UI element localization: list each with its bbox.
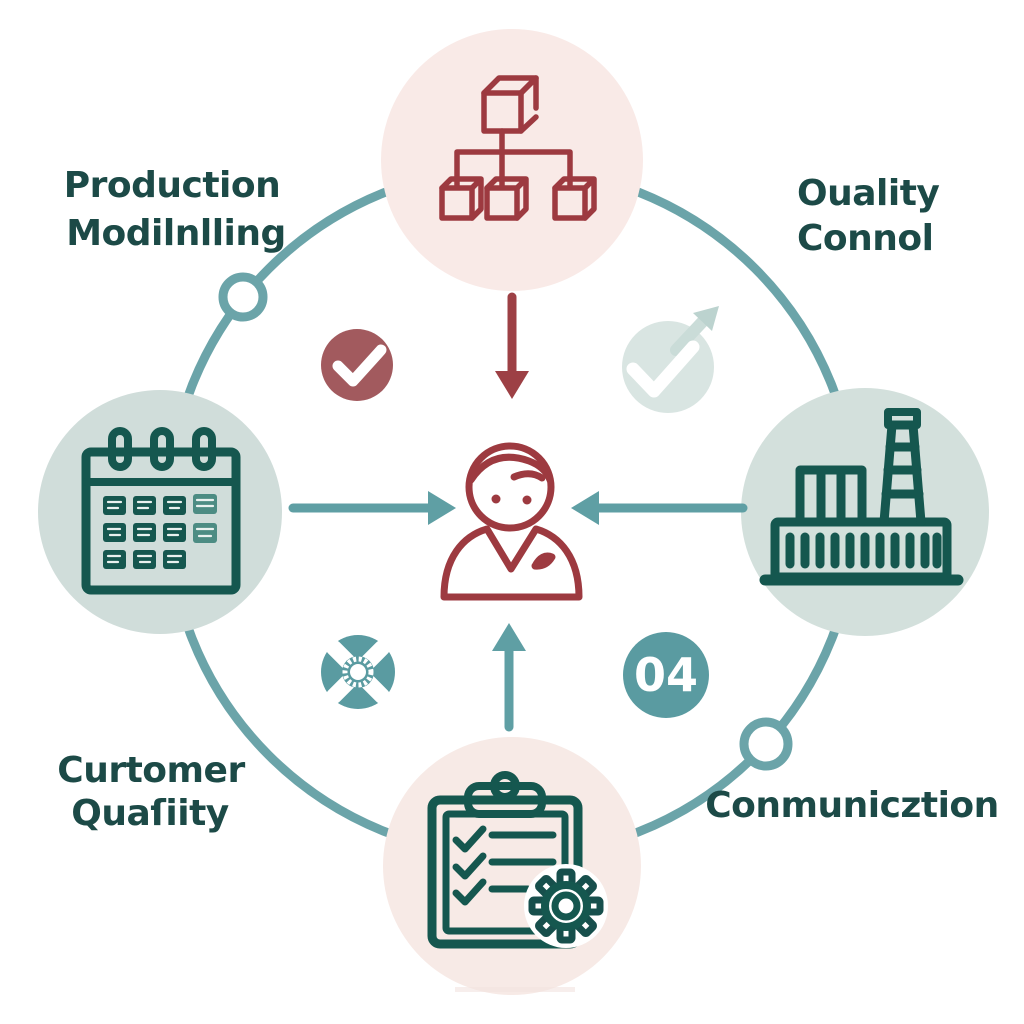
arrow-left-to-center xyxy=(288,491,456,525)
connector-node-marker-top-left xyxy=(218,272,268,322)
label-quality-line1: Ouality xyxy=(797,173,939,214)
labels: Production Modilnlling Ouality Connol Cu… xyxy=(57,165,999,834)
person-icon xyxy=(440,442,583,601)
crossed-tools-gear-icon xyxy=(326,640,390,704)
calendar-cell-marks xyxy=(106,498,215,564)
check-badge xyxy=(321,329,393,401)
arrows xyxy=(288,292,748,732)
arrow-right-to-center xyxy=(571,491,748,525)
node-circle-left xyxy=(38,390,282,634)
factory-slats xyxy=(785,532,942,569)
label-quality-control: Ouality Connol xyxy=(797,173,940,259)
number-badge: 04 xyxy=(623,632,709,718)
label-quality-line2: Connol xyxy=(797,218,933,259)
label-production-line1: Production xyxy=(64,165,281,206)
connector-node-marker-bottom-right xyxy=(739,717,793,771)
label-customer-quality: Curtomer Quaſiity xyxy=(57,750,246,834)
calendar-icon xyxy=(81,427,241,595)
check-icon xyxy=(332,344,387,387)
label-communication: Conmunicztion xyxy=(705,785,999,826)
checklist-rows xyxy=(452,825,557,906)
check-trend-arrow-icon xyxy=(626,340,700,398)
node-circle-top xyxy=(381,29,643,291)
gear-x-badge xyxy=(321,635,395,709)
factory-chimney xyxy=(879,408,926,527)
arrow-top-to-center xyxy=(495,292,529,399)
arrow-bottom-to-center xyxy=(492,623,526,732)
factory-icon xyxy=(759,408,964,586)
label-production-line2: Modilnlling xyxy=(66,213,286,254)
label-customer-line2: Quaſiity xyxy=(71,793,229,834)
badges: 04 xyxy=(321,306,719,718)
gear-icon xyxy=(524,864,608,948)
badge-number: 04 xyxy=(634,648,698,702)
bottom-faint-line xyxy=(455,987,575,992)
growth-check-badge xyxy=(622,306,719,413)
label-customer-line1: Curtomer xyxy=(57,750,245,791)
clipboard-checklist-gear-icon xyxy=(427,771,608,949)
label-communication-line1: Conmunicztion xyxy=(705,785,999,826)
label-production-modelling: Production Modilnlling xyxy=(64,165,287,254)
cube-hierarchy-icon xyxy=(439,75,597,221)
